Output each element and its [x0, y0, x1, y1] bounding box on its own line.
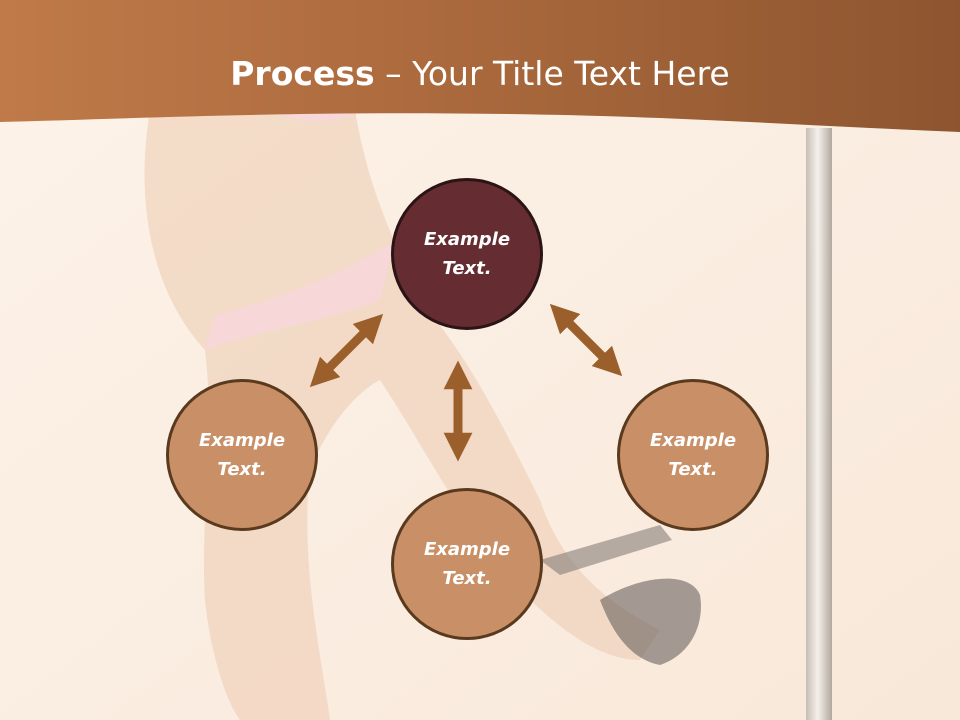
node-label-top: Example Text.	[423, 229, 511, 279]
process-node-right: Example Text.	[617, 379, 769, 531]
process-node-bottom: Example Text.	[391, 488, 543, 640]
node-label-right: Example Text.	[649, 430, 737, 480]
node-label-left: Example Text.	[198, 430, 286, 480]
arrow-top-left	[309, 313, 384, 388]
process-node-left: Example Text.	[166, 379, 318, 531]
arrow-top-right	[549, 303, 623, 377]
node-label-bottom: Example Text.	[423, 539, 511, 589]
slide-title: Process – Your Title Text Here	[0, 52, 960, 96]
process-node-top: Example Text.	[391, 178, 543, 330]
title-rest: – Your Title Text Here	[374, 54, 730, 93]
title-bold: Process	[230, 54, 375, 93]
